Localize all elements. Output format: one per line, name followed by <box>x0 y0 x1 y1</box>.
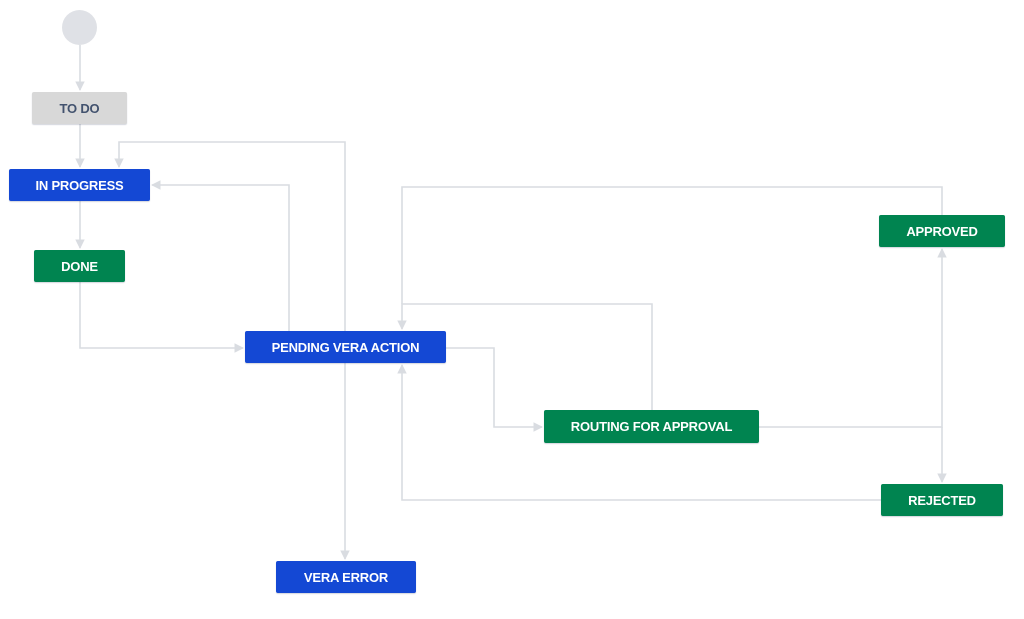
status-node-in-progress[interactable]: IN PROGRESS <box>9 169 150 201</box>
status-node-routing-for-approval[interactable]: ROUTING FOR APPROVAL <box>544 410 759 443</box>
status-node-pending-vera-action[interactable]: PENDING VERA ACTION <box>245 331 446 363</box>
transition-routing-to-approved[interactable] <box>759 248 947 428</box>
status-node-rejected[interactable]: REJECTED <box>881 484 1003 516</box>
transition-pending-to-in-progress-side[interactable] <box>151 180 290 331</box>
transition-approved-to-pending[interactable] <box>401 186 943 304</box>
transition-rejected-to-pending[interactable] <box>397 364 881 501</box>
status-node-vera-error[interactable]: VERA ERROR <box>276 561 416 593</box>
transition-pending-to-in-progress-upper[interactable] <box>114 141 346 331</box>
transition-done-to-pending[interactable] <box>79 282 244 353</box>
status-node-to-do[interactable]: TO DO <box>32 92 127 124</box>
status-node-approved[interactable]: APPROVED <box>879 215 1005 247</box>
status-node-done[interactable]: DONE <box>34 250 125 282</box>
transition-routing-to-pending[interactable] <box>397 303 653 410</box>
start-node[interactable] <box>62 10 97 45</box>
transition-pending-to-routing[interactable] <box>446 347 543 432</box>
